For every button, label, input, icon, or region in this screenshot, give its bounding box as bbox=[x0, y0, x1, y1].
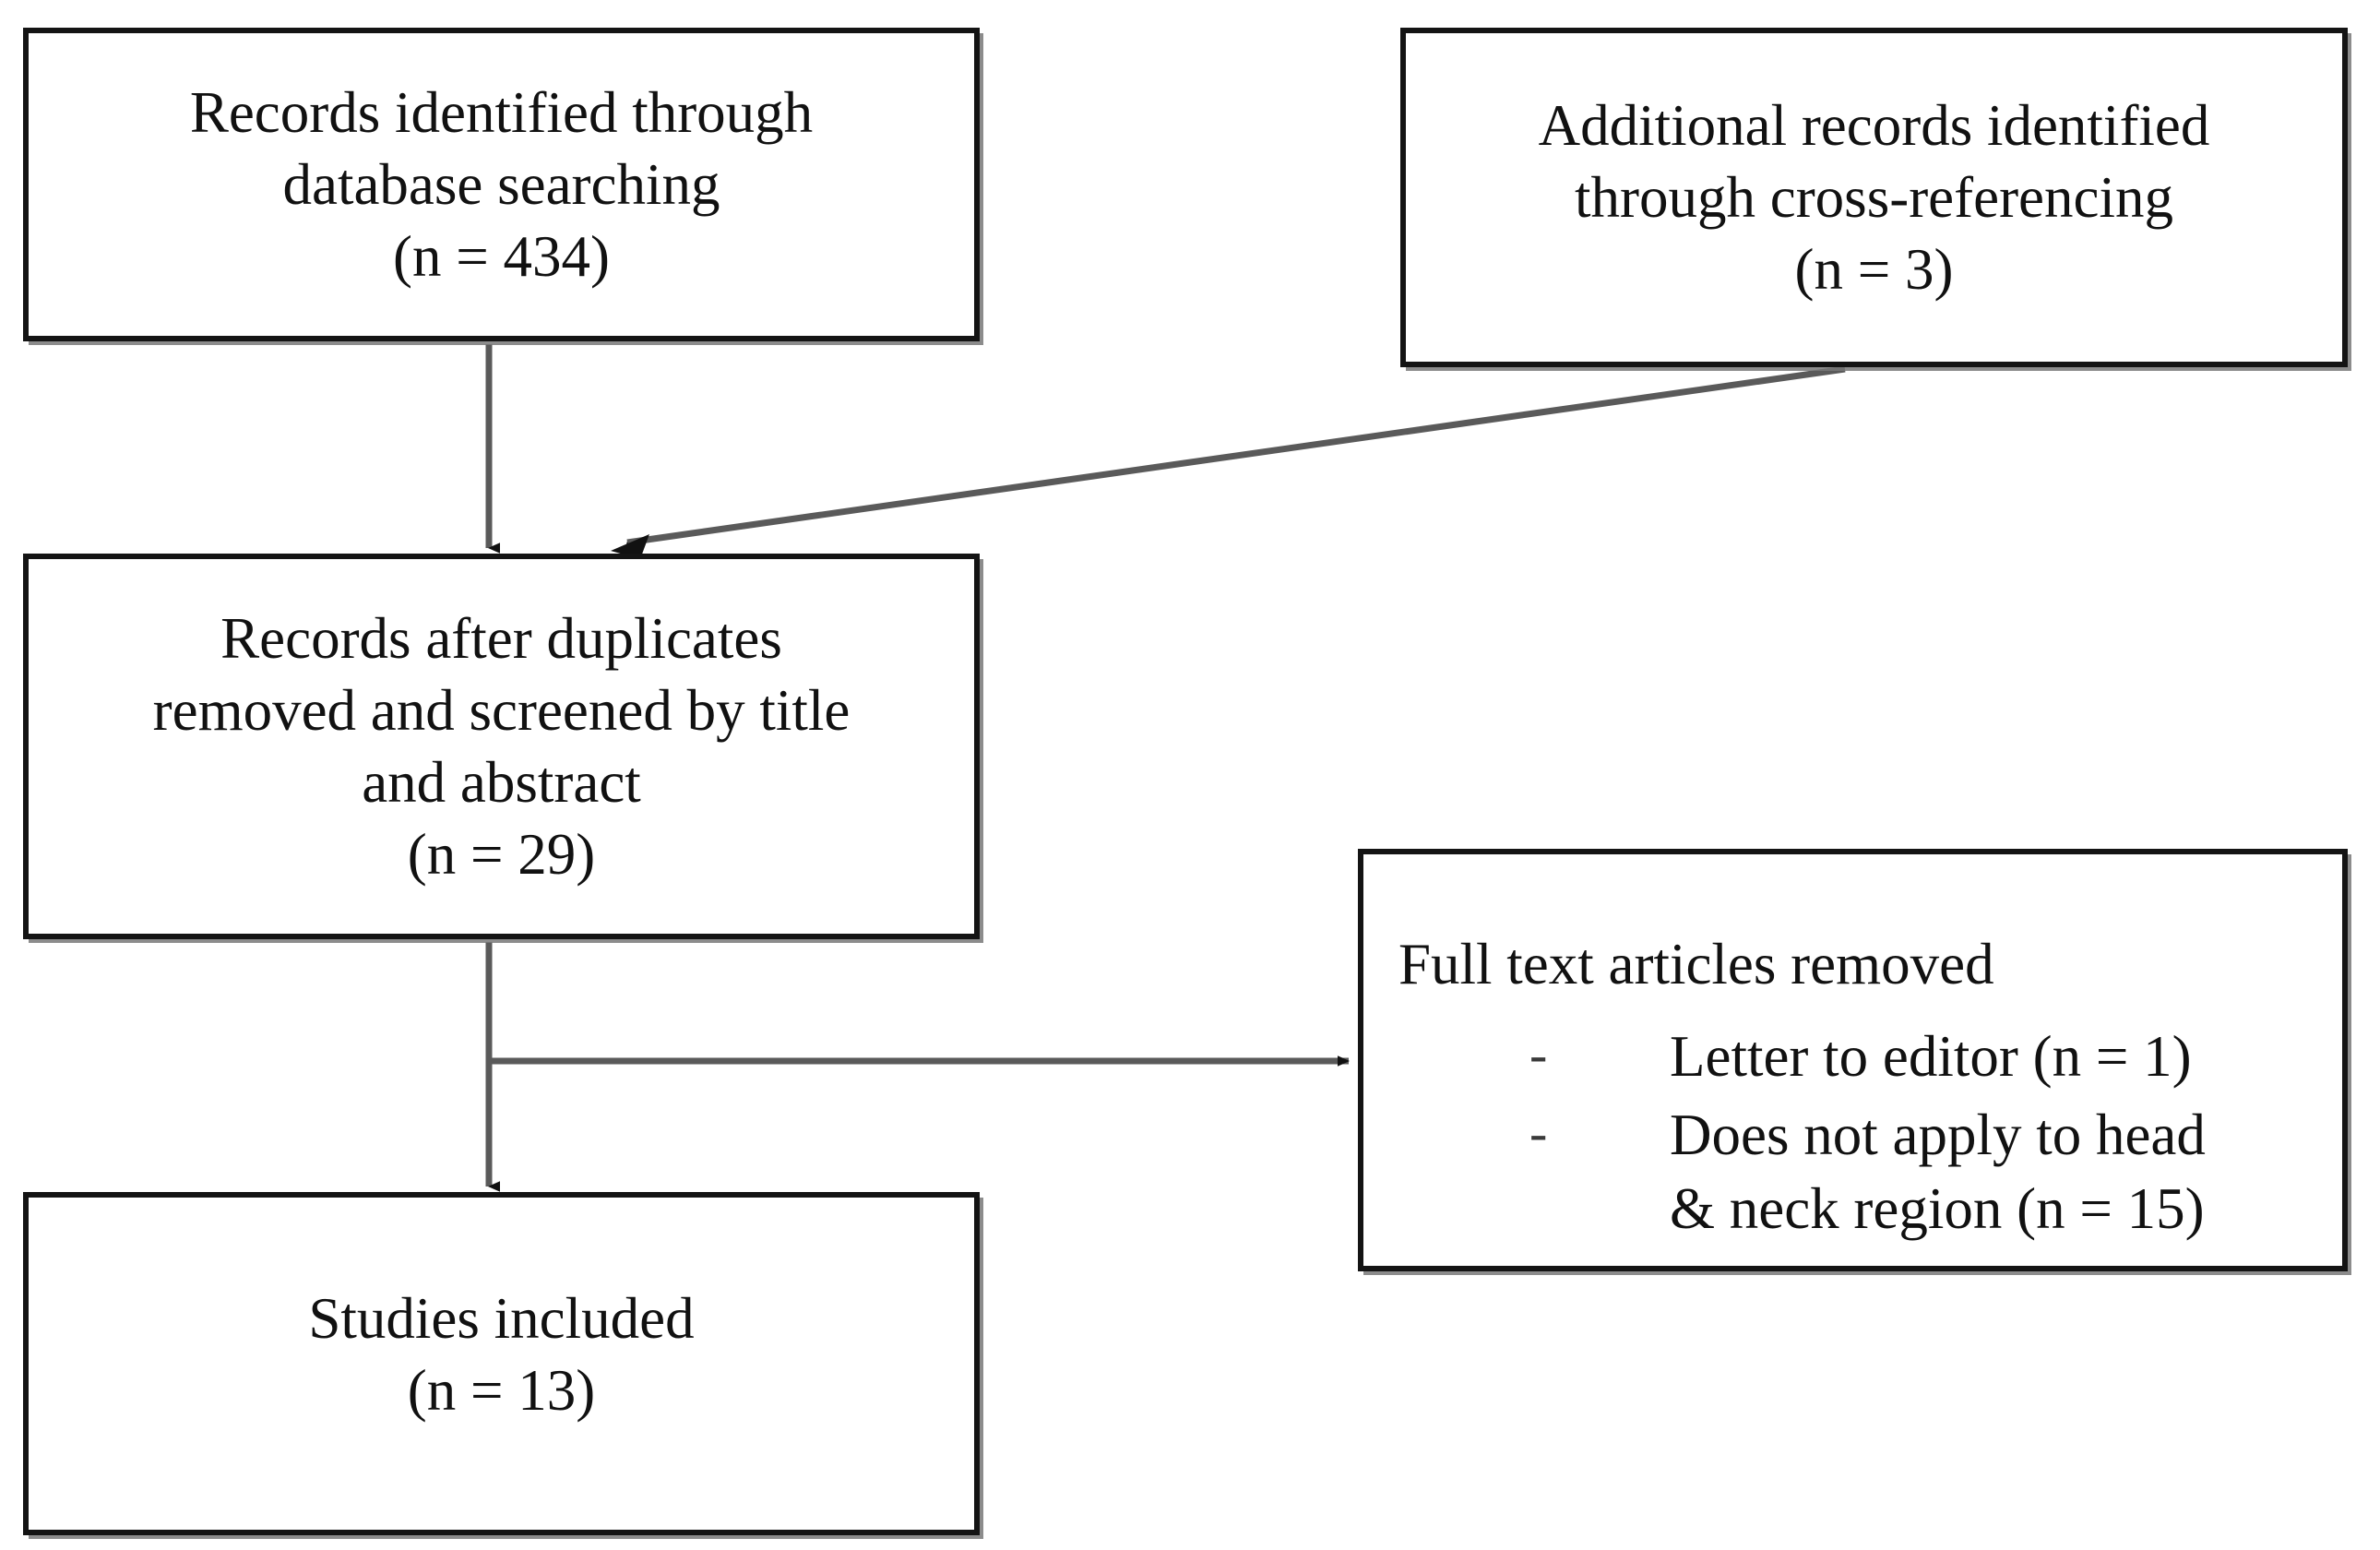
box3-line-1: Records after duplicates bbox=[220, 605, 782, 671]
exclusion-1-line-1: Letter to editor (n = 1) bbox=[1670, 1024, 2192, 1090]
box-records-after-duplicates-text: Records after duplicates removed and scr… bbox=[29, 602, 974, 890]
connector-crossref-to-screened bbox=[611, 365, 1846, 559]
box3-line-3: and abstract bbox=[362, 750, 641, 815]
box1-count: (n = 434) bbox=[393, 224, 610, 290]
box-studies-included-text: Studies included (n = 13) bbox=[29, 1282, 974, 1426]
box1-line-1: Records identified through bbox=[189, 79, 814, 145]
exclusion-2-line-2: & neck region (n = 15) bbox=[1670, 1175, 2205, 1241]
exclusion-reason-item: - Letter to editor (n = 1) bbox=[1363, 1020, 2342, 1093]
box-records-identified-database-text: Records identified through database sear… bbox=[29, 77, 974, 292]
box1-line-2: database searching bbox=[282, 151, 720, 217]
box2-line-1: Additional records identified bbox=[1538, 92, 2210, 158]
box-additional-records-text: Additional records identified through cr… bbox=[1406, 89, 2342, 305]
box3-count: (n = 29) bbox=[407, 822, 596, 888]
box-studies-included: Studies included (n = 13) bbox=[23, 1192, 980, 1535]
box5-count: (n = 13) bbox=[407, 1358, 596, 1423]
exclusion-reason-text: Does not apply to head & neck region (n … bbox=[1670, 1099, 2206, 1246]
box-full-text-articles-removed: Full text articles removed - Letter to e… bbox=[1358, 849, 2348, 1271]
exclusion-2-line-1: Does not apply to head bbox=[1670, 1103, 2206, 1168]
box5-line-1: Studies included bbox=[308, 1285, 695, 1351]
box-records-identified-database: Records identified through database sear… bbox=[23, 28, 980, 341]
box-records-after-duplicates-screened: Records after duplicates removed and scr… bbox=[23, 554, 980, 939]
box2-line-2: through cross-referencing bbox=[1575, 164, 2173, 230]
exclusion-reason-list: - Letter to editor (n = 1) - Does not ap… bbox=[1363, 1020, 2342, 1251]
bullet-dash-icon: - bbox=[1529, 1103, 1548, 1163]
box-additional-records-cross-referencing: Additional records identified through cr… bbox=[1400, 28, 2348, 367]
box-full-text-articles-heading: Full text articles removed bbox=[1398, 932, 1994, 996]
box2-count: (n = 3) bbox=[1794, 237, 1954, 303]
exclusion-reason-text: Letter to editor (n = 1) bbox=[1670, 1020, 2192, 1093]
exclusion-reason-item: - Does not apply to head & neck region (… bbox=[1363, 1099, 2342, 1246]
bullet-dash-icon: - bbox=[1529, 1024, 1548, 1085]
box3-line-2: removed and screened by title bbox=[152, 677, 851, 743]
